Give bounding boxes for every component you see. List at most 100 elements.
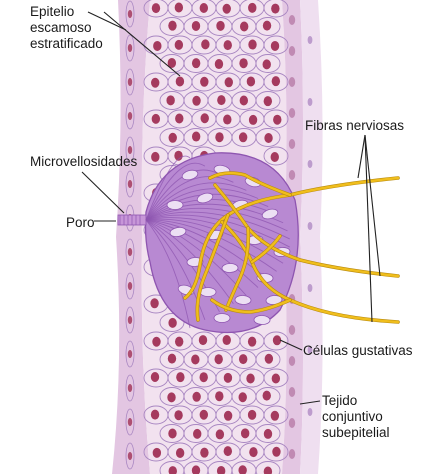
basal-cell-nucleus: [289, 15, 295, 25]
cell-nucleus: [248, 410, 256, 420]
cell-nucleus: [273, 115, 281, 125]
flattened-cell-nucleus: [128, 112, 132, 120]
cell-nucleus: [239, 58, 247, 68]
cell-nucleus: [271, 411, 279, 421]
connective-tissue-cell: [308, 284, 313, 292]
cell-nucleus: [174, 410, 182, 420]
cell-nucleus: [152, 337, 160, 347]
subepithelial-connective-tissue: [300, 0, 323, 474]
cell-nucleus: [175, 337, 183, 347]
cell-nucleus: [247, 76, 255, 86]
label-epithelium: Epitelio escamoso estratificado: [30, 4, 103, 52]
flattened-cell-nucleus: [128, 248, 132, 256]
cell-nucleus: [151, 372, 159, 382]
cell-nucleus: [224, 373, 232, 383]
label-connective-tissue: Tejido conjuntivo subepitelial: [322, 393, 390, 441]
connective-tissue-cell: [308, 160, 313, 168]
cell-nucleus: [200, 448, 208, 458]
connective-tissue-cell: [308, 222, 313, 230]
cell-nucleus: [215, 59, 223, 69]
connective-tissue-cell: [308, 36, 313, 44]
flattened-cell-nucleus: [128, 350, 132, 358]
basal-cell-nucleus: [289, 77, 295, 87]
cell-nucleus: [200, 77, 208, 87]
cell-nucleus: [175, 40, 183, 50]
cell-nucleus: [200, 3, 208, 13]
label-epithelium-line-2: escamoso: [30, 20, 103, 36]
flattened-cell-nucleus: [128, 78, 132, 86]
cell-nucleus: [201, 39, 209, 49]
cell-nucleus: [176, 76, 184, 86]
basal-cell-nucleus: [289, 325, 295, 335]
cell-nucleus: [168, 354, 176, 364]
taste-cell-nucleus: [222, 263, 238, 273]
cell-nucleus: [151, 78, 159, 88]
cell-nucleus: [223, 115, 231, 125]
label-connective-line-2: conjuntivo: [322, 409, 390, 425]
label-epithelium-line-1: Epitelio: [30, 4, 103, 20]
flattened-cell-nucleus: [128, 282, 132, 290]
taste-cell-nucleus: [167, 201, 183, 210]
cell-nucleus: [240, 95, 248, 105]
cell-nucleus: [192, 132, 200, 142]
basal-cell-nucleus: [289, 356, 295, 366]
cell-nucleus: [214, 354, 222, 364]
cell-nucleus: [192, 21, 200, 31]
cell-nucleus: [265, 354, 273, 364]
cell-nucleus: [153, 448, 161, 458]
cell-nucleus: [166, 95, 174, 105]
cell-nucleus: [215, 391, 223, 401]
cell-nucleus: [151, 410, 159, 420]
cell-nucleus: [249, 447, 257, 457]
basal-cell-nucleus: [289, 139, 295, 149]
cell-nucleus: [249, 115, 257, 125]
flattened-cell-nucleus: [128, 316, 132, 324]
cell-nucleus: [151, 152, 159, 162]
taste-cell-nucleus: [254, 315, 270, 325]
cell-nucleus: [191, 354, 199, 364]
cell-nucleus: [168, 318, 176, 328]
basal-cell-nucleus: [289, 46, 295, 56]
cell-nucleus: [224, 446, 232, 456]
basal-cell-nucleus: [289, 449, 295, 459]
cell-nucleus: [168, 428, 176, 438]
cell-nucleus: [224, 40, 232, 50]
cell-nucleus: [246, 374, 254, 384]
label-nerve-fibers: Fibras nerviosas: [305, 118, 404, 134]
cell-nucleus: [272, 447, 280, 457]
flattened-cell-nucleus: [128, 384, 132, 392]
cell-nucleus: [176, 372, 184, 382]
taste-cell-nucleus: [200, 288, 216, 297]
cell-nucleus: [223, 4, 231, 14]
cell-nucleus: [215, 132, 223, 142]
label-taste-cells: Células gustativas: [303, 343, 413, 359]
flattened-cell-nucleus: [128, 10, 132, 18]
cell-nucleus: [240, 21, 248, 31]
connective-tissue-cell: [308, 408, 313, 416]
cell-nucleus: [216, 429, 224, 439]
flattened-cell-nucleus: [128, 418, 132, 426]
cell-nucleus: [271, 4, 279, 14]
cell-nucleus: [248, 40, 256, 50]
cell-nucleus: [224, 411, 232, 421]
cell-nucleus: [150, 298, 158, 308]
cell-nucleus: [192, 96, 200, 106]
cell-nucleus: [271, 41, 279, 51]
cell-nucleus: [264, 133, 272, 143]
basal-cell-nucleus: [289, 387, 295, 397]
cell-nucleus: [153, 41, 161, 51]
cell-nucleus: [264, 429, 272, 439]
cell-nucleus: [223, 335, 231, 345]
cell-nucleus: [200, 372, 208, 382]
basal-cell-nucleus: [289, 170, 295, 180]
cell-nucleus: [241, 428, 249, 438]
cell-nucleus: [216, 21, 224, 31]
cell-nucleus: [200, 410, 208, 420]
cell-nucleus: [152, 114, 160, 124]
label-connective-line-3: subepitelial: [322, 425, 390, 441]
cell-nucleus: [248, 3, 256, 13]
cell-nucleus: [193, 429, 201, 439]
flattened-cell-nucleus: [128, 452, 132, 460]
basal-cell-nucleus: [289, 418, 295, 428]
basal-cell-nucleus: [289, 108, 295, 118]
